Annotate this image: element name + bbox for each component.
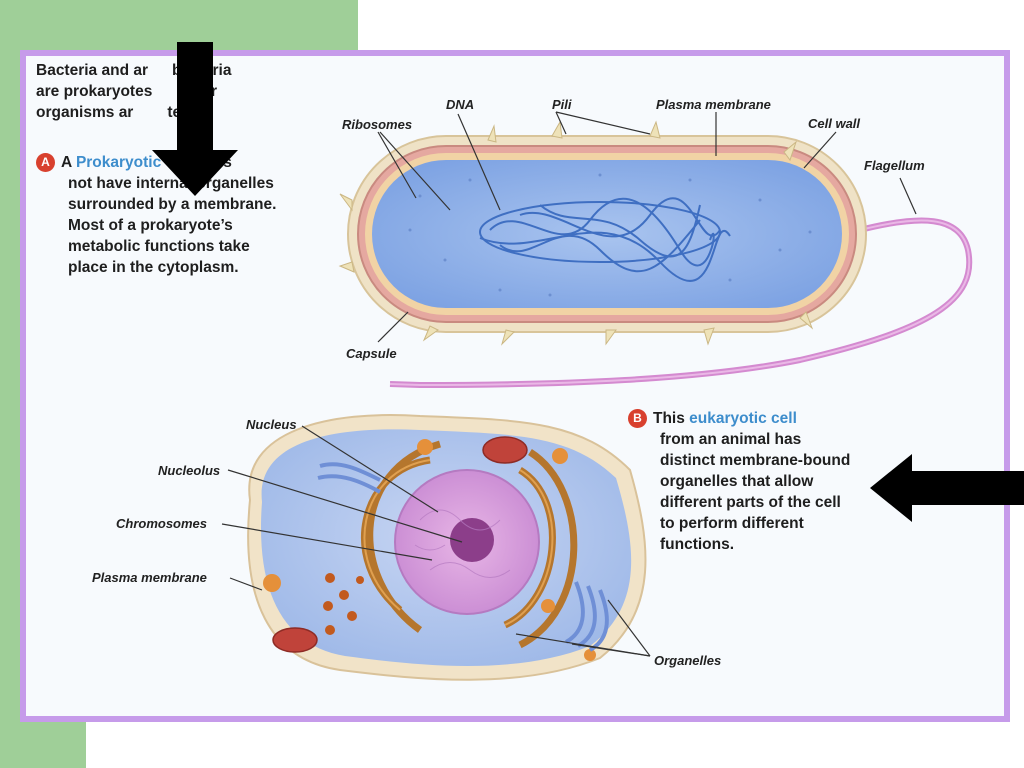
panel-b-line: distinct membrane-bound <box>660 452 851 469</box>
panel-b-line: different parts of the cell <box>660 494 841 511</box>
panel-a-text: AA Prokaryotic cell does not have intern… <box>36 152 298 278</box>
badge-a: A <box>36 153 55 172</box>
leader-lines <box>221 111 917 657</box>
flagellum-highlight <box>389 219 971 387</box>
label-plasma-membrane-top: Plasma membrane <box>656 97 771 112</box>
label-dna: DNA <box>446 97 474 112</box>
ribosome-dots <box>408 173 812 297</box>
dna <box>479 197 731 282</box>
panel-a-line: Most of a prokaryote’s <box>68 217 233 234</box>
label-pili: Pili <box>552 97 572 112</box>
label-ribosomes: Ribosomes <box>342 117 412 132</box>
panel-a-line: place in the cytoplasm. <box>68 259 239 276</box>
eukaryotic-cell <box>247 414 647 681</box>
vesicles <box>323 573 364 635</box>
label-plasma-membrane-bottom: Plasma membrane <box>92 570 207 585</box>
label-nucleus: Nucleus <box>246 417 297 432</box>
label-flagellum: Flagellum <box>864 158 925 173</box>
mitochondrion <box>272 627 318 653</box>
panel-b-line: organelles that allow <box>660 473 814 490</box>
panel-a-line: metabolic functions take <box>68 238 250 255</box>
label-capsule: Capsule <box>346 346 397 361</box>
label-cell-wall: Cell wall <box>808 116 860 131</box>
badge-b: B <box>628 409 647 428</box>
pili <box>338 120 814 346</box>
mitochondrion <box>482 436 528 464</box>
panel-a-line: surrounded by a membrane. <box>68 196 277 213</box>
eukaryotic-cell-term: eukaryotic cell <box>689 410 797 427</box>
nucleolus <box>450 518 494 562</box>
panel-a-line: not have internal organelles <box>68 175 274 192</box>
label-chromosomes: Chromosomes <box>116 516 207 531</box>
cell-diagram: Ribosomes DNA Pili Plasma membrane Cell … <box>92 97 973 681</box>
prokaryotic-cell <box>338 120 973 389</box>
label-organelles: Organelles <box>654 653 721 668</box>
panel-b-line: functions. <box>660 536 735 553</box>
er-highlight <box>363 459 554 626</box>
label-nucleolus: Nucleolus <box>158 463 220 478</box>
down-arrow-icon <box>152 42 238 196</box>
green-band-cutout <box>86 718 358 768</box>
chromatin <box>414 509 511 578</box>
left-arrow-icon <box>870 454 1024 522</box>
panel-b-line: from an animal has <box>660 431 802 448</box>
lysosomes <box>263 439 596 661</box>
panel-b-line: to perform different <box>660 515 804 532</box>
